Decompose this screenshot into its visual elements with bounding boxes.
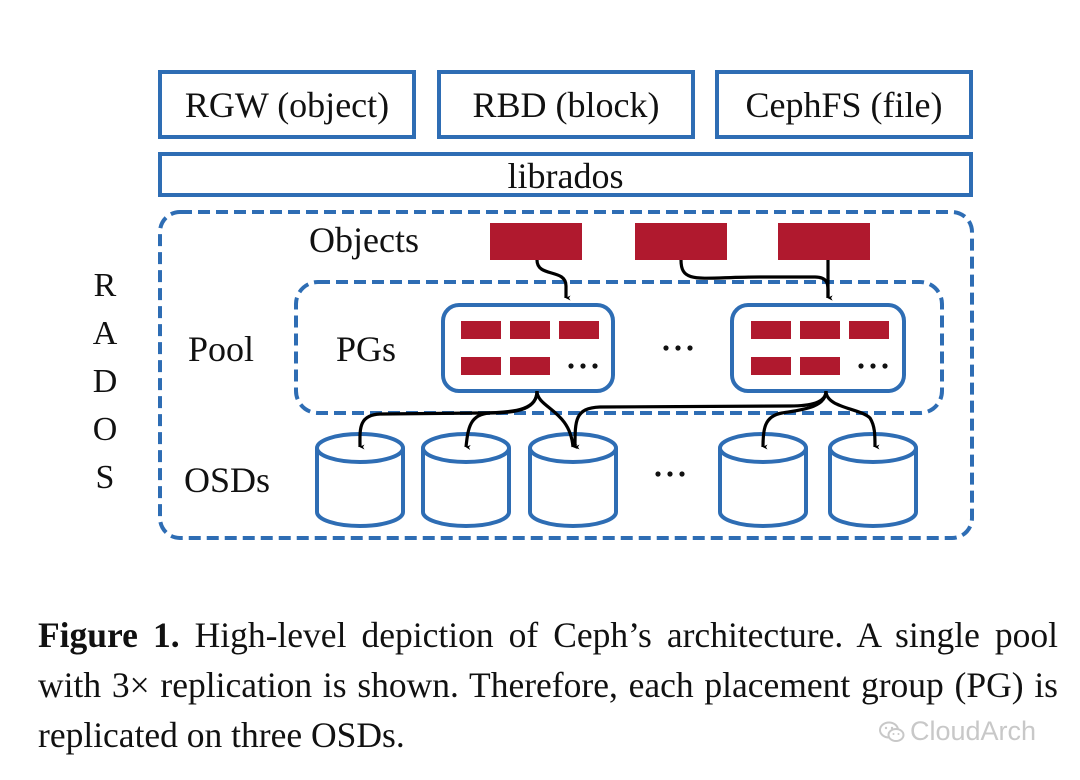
object-2 bbox=[635, 223, 727, 260]
rgw-label: RGW (object) bbox=[184, 84, 390, 125]
cephfs-box: CephFS (file) bbox=[715, 70, 973, 139]
arrow-pg1-to-osd3 bbox=[535, 390, 578, 450]
figure-caption: Figure 1. High-level depiction of Ceph’s… bbox=[38, 610, 1058, 760]
arrow-pg1-to-osd2 bbox=[464, 390, 539, 450]
cephfs-label: CephFS (file) bbox=[745, 84, 943, 125]
osd-ellipsis bbox=[655, 471, 685, 477]
pool-label: Pool bbox=[188, 329, 255, 369]
rados-letter: D bbox=[92, 363, 118, 400]
watermark-text: CloudArch bbox=[910, 716, 1037, 746]
rados-letter: A bbox=[92, 315, 118, 352]
rados-letter: R bbox=[93, 267, 117, 304]
object-3 bbox=[778, 223, 870, 260]
osd-cylinder bbox=[421, 432, 511, 528]
osd-cylinder bbox=[315, 432, 405, 528]
pg-2 bbox=[730, 303, 906, 393]
osd-cylinder bbox=[528, 432, 618, 528]
pg-2-object bbox=[751, 357, 791, 375]
pg-2-object bbox=[751, 321, 791, 339]
ceph-architecture-diagram: RGW (object) RBD (block) CephFS (file) l… bbox=[88, 70, 974, 540]
pg-1-object bbox=[510, 321, 550, 339]
pg-1-object bbox=[510, 357, 550, 375]
arrow-object2-to-pg2 bbox=[679, 259, 833, 301]
osd-cylinder bbox=[718, 432, 808, 528]
rados-letter: S bbox=[95, 459, 115, 496]
rbd-label: RBD (block) bbox=[472, 84, 660, 125]
rados-container bbox=[158, 210, 974, 540]
osds-label: OSDs bbox=[184, 460, 271, 500]
osd-group bbox=[315, 432, 918, 528]
caption-text: High-level depiction of Ceph’s architect… bbox=[38, 615, 1058, 755]
pg-2-object bbox=[800, 321, 840, 339]
pg-2-object bbox=[800, 357, 840, 375]
pg-ellipsis bbox=[663, 345, 693, 351]
rados-label: R A D O S bbox=[88, 262, 122, 502]
pg-1-object bbox=[461, 357, 501, 375]
rgw-box: RGW (object) bbox=[158, 70, 416, 139]
figure-number: Figure 1. bbox=[38, 615, 180, 655]
rbd-box: RBD (block) bbox=[437, 70, 695, 139]
rados-letter: O bbox=[92, 411, 118, 448]
watermark: CloudArch bbox=[878, 716, 1036, 747]
object-1 bbox=[490, 223, 582, 260]
rados-graphics bbox=[158, 210, 974, 540]
pg-1 bbox=[441, 303, 615, 393]
pgs-label: PGs bbox=[336, 329, 397, 369]
librados-label: librados bbox=[507, 155, 624, 196]
osd-cylinder bbox=[828, 432, 918, 528]
wechat-icon bbox=[879, 721, 905, 742]
arrow-pg2-to-osd5 bbox=[824, 390, 880, 450]
pg-2-object bbox=[849, 321, 889, 339]
pg-1-object bbox=[461, 321, 501, 339]
librados-box: librados bbox=[158, 152, 973, 197]
arrow-pg2-to-osd4 bbox=[761, 390, 828, 450]
pg-1-object bbox=[559, 321, 599, 339]
arrow-object1-to-pg1 bbox=[535, 259, 571, 301]
objects-label: Objects bbox=[309, 220, 419, 260]
